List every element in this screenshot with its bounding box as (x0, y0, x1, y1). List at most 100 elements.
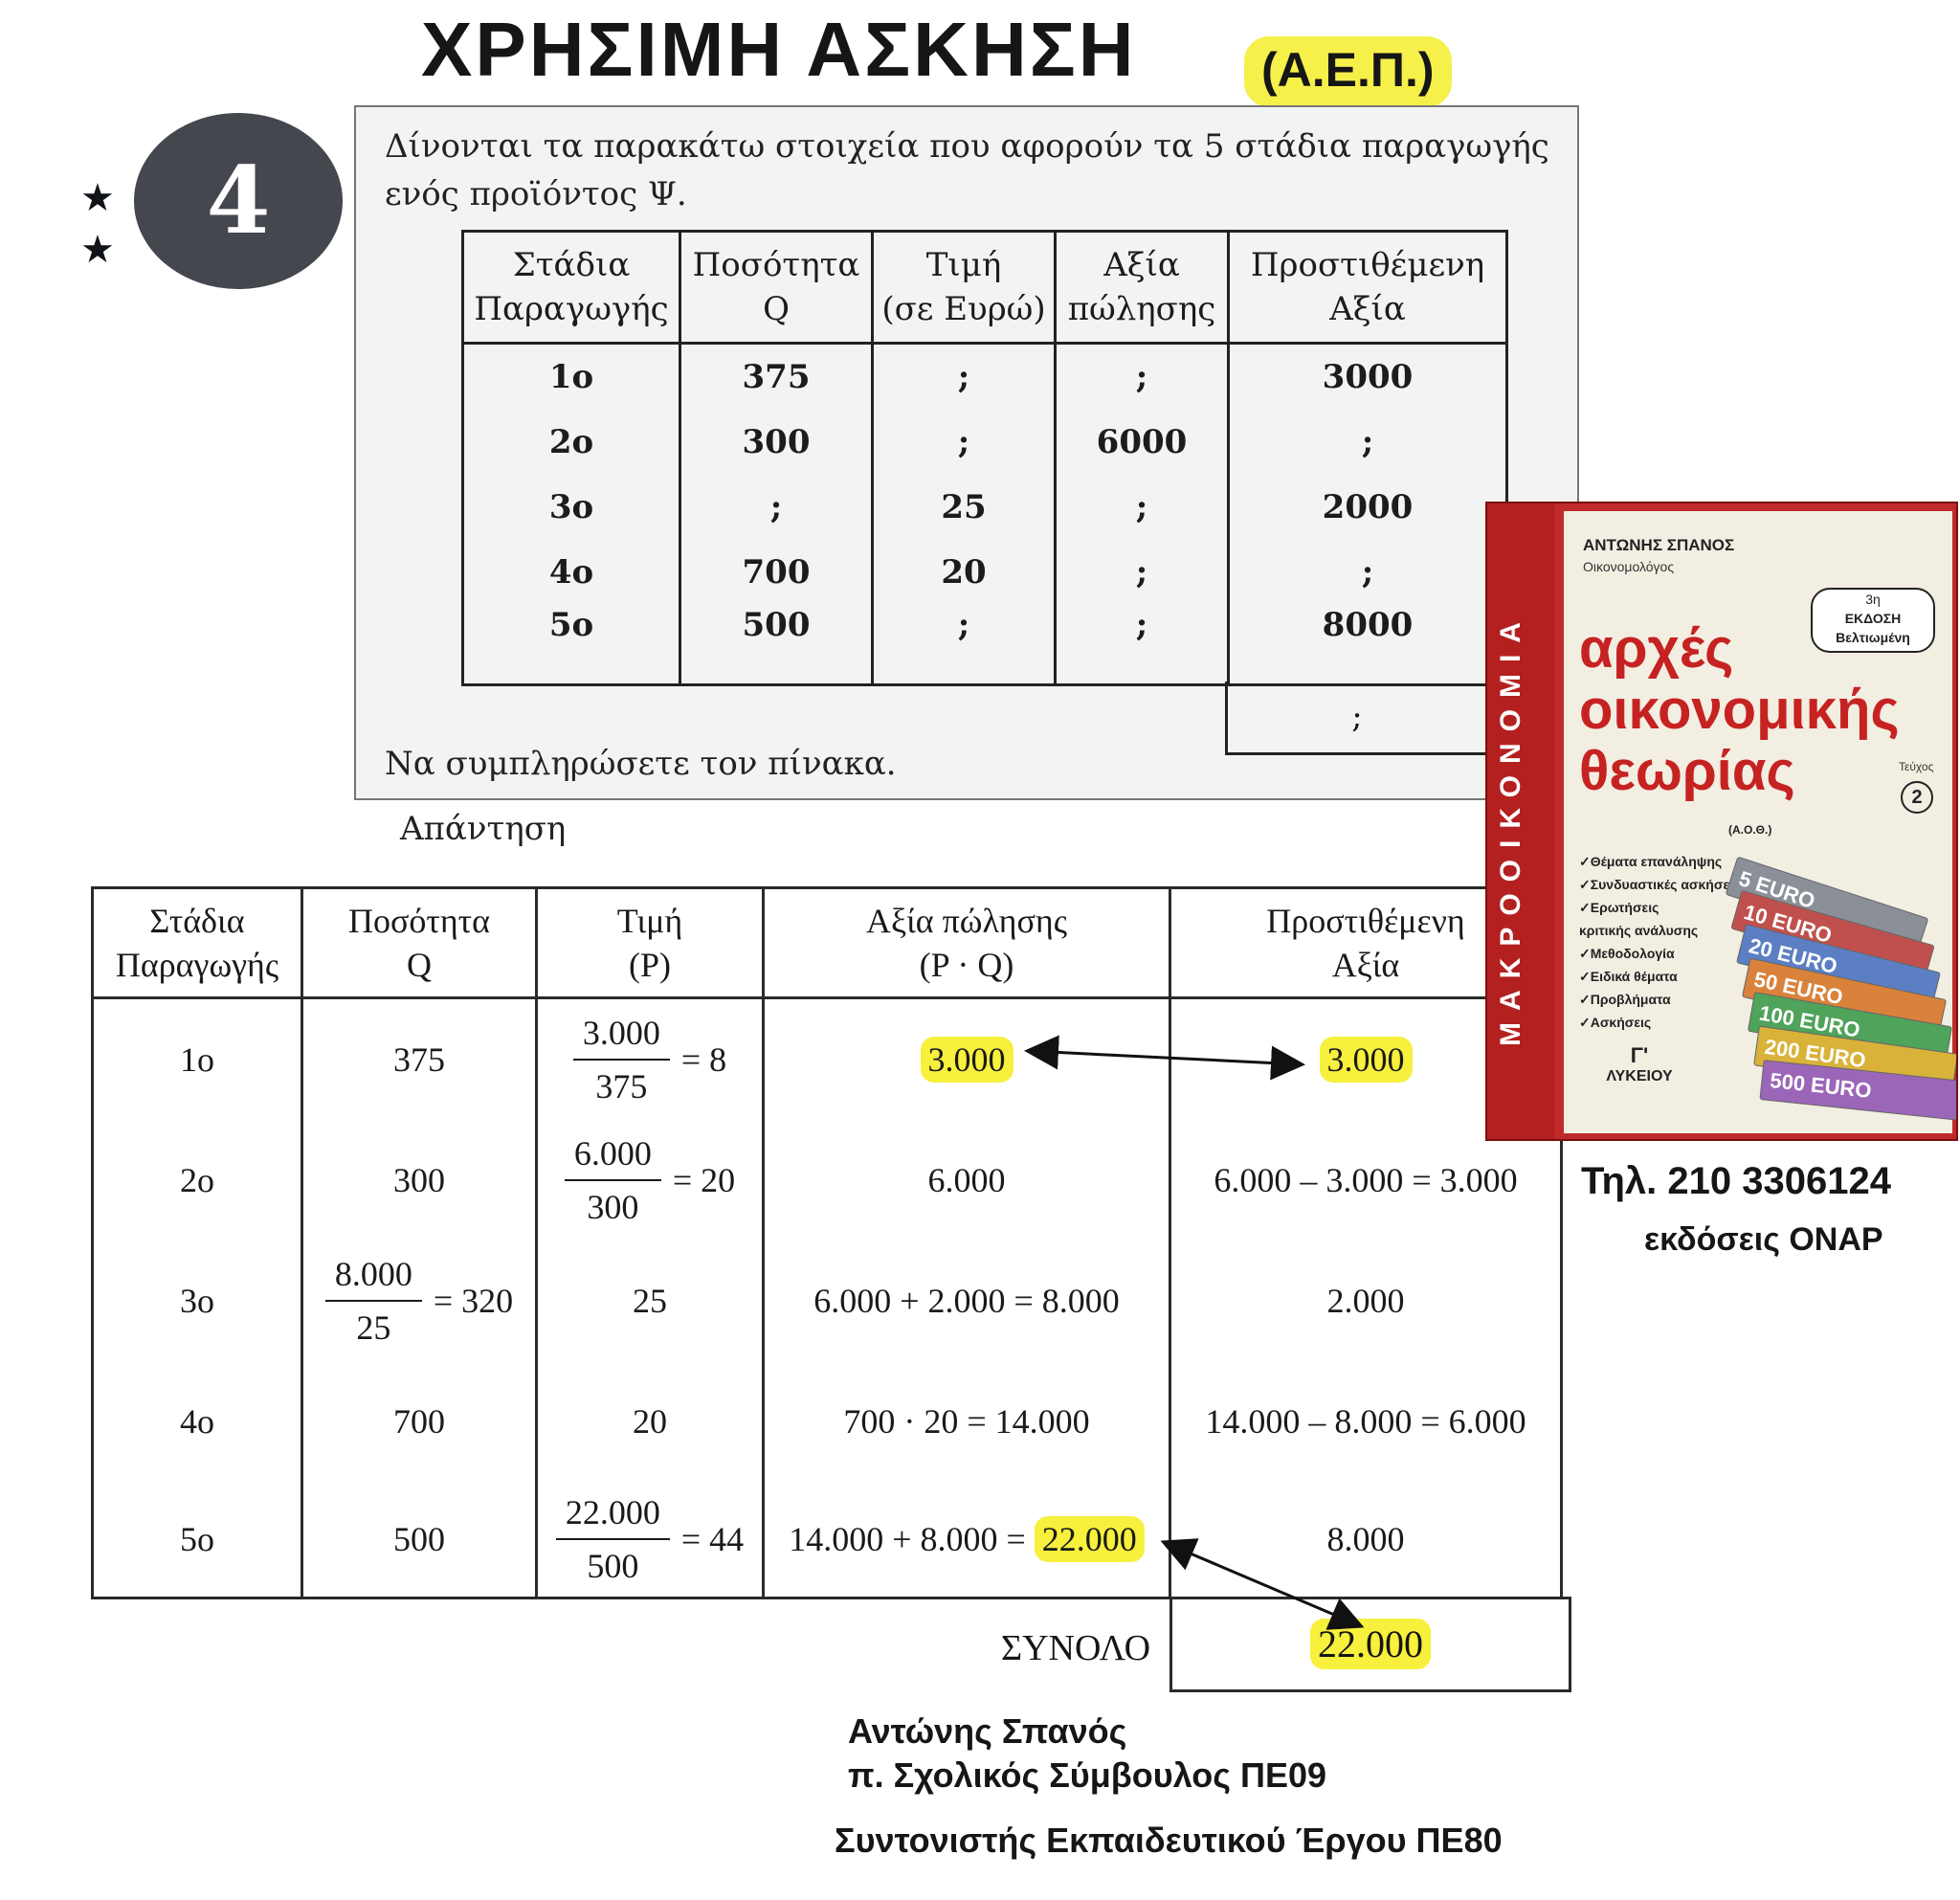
question-cell: ; (1227, 540, 1508, 605)
cell-value: 6.000 + 2.000 = 8.000 (813, 1282, 1120, 1320)
answer-q-cell: 500 (301, 1482, 538, 1599)
book-volume-label: Τεύχος (1899, 760, 1934, 773)
cell-value: 20 (633, 1402, 667, 1441)
answer-stage-cell: 1ο (91, 997, 303, 1120)
cell-value: 375 (393, 1040, 445, 1079)
fraction-denominator: 25 (356, 1308, 391, 1347)
answer-stage-cell: 4ο (91, 1361, 303, 1482)
question-cell: ; (679, 475, 874, 540)
fraction-result: = 8 (680, 1040, 727, 1079)
book-abbrev: (Α.Ο.Θ.) (1728, 823, 1772, 837)
question-cell: 3ο (461, 475, 681, 540)
fraction-denominator: 300 (587, 1188, 639, 1226)
question-cell: 6000 (1054, 410, 1230, 475)
signature-name: Αντώνης Σπανός (848, 1711, 1127, 1751)
cell-value: 6.000 (927, 1161, 1006, 1199)
book-title-line: θεωρίας (1579, 740, 1795, 802)
question-cell: 500 (679, 605, 874, 686)
signature-role: Συντονιστής Εκπαιδευτικού Έργου ΠΕ80 (835, 1821, 1503, 1860)
cell-value: 6.000 – 3.000 = 3.000 (1214, 1161, 1518, 1199)
book-bullet-item: ✓Προβλήματα (1579, 992, 1671, 1007)
question-cell: ; (871, 343, 1057, 410)
cell-value: 300 (393, 1161, 445, 1199)
answer-added-cell: 2.000 (1169, 1241, 1563, 1361)
arrow-sales-to-added-1 (1024, 1035, 1305, 1081)
answer-sales-cell: 6.000 + 2.000 = 8.000 (762, 1241, 1171, 1361)
answer-p-cell: 6.000 300 = 20 (535, 1120, 765, 1241)
question-cell: 2ο (461, 410, 681, 475)
book-title-line: αρχές (1579, 617, 1734, 680)
question-cell: 3000 (1227, 343, 1508, 410)
phone-number: Τηλ. 210 3306124 (1581, 1160, 1891, 1202)
instruction-text: Να συμπληρώσετε τον πίνακα. (385, 745, 897, 783)
book-volume-number: 2 (1901, 781, 1933, 814)
answer-q-cell: 300 (301, 1120, 538, 1241)
fraction-numerator: 6.000 (564, 1133, 661, 1181)
question-cell: 300 (679, 410, 874, 475)
book-cover: ΜΑΚΡΟΟΙΚΟΝΟΜΙΑ ΑΝΤΩΝΗΣ ΣΠΑΝΟΣ Οικονομολό… (1485, 502, 1958, 1141)
answer-q-cell: 700 (301, 1361, 538, 1482)
question-cell: ; (1054, 605, 1230, 686)
question-cell: 700 (679, 540, 874, 605)
question-cell: ; (1054, 475, 1230, 540)
cell-value: 14.000 – 8.000 = 6.000 (1205, 1402, 1526, 1441)
question-cell: 2000 (1227, 475, 1508, 540)
answer-q-cell: 375 (301, 997, 538, 1120)
question-row: 3ο;25;2000 (461, 475, 1508, 540)
highlighted-value: 3.000 (1319, 1037, 1413, 1083)
answer-sales-cell: 14.000 + 8.000 = 22.000 (762, 1482, 1171, 1599)
answer-q-cell: 8.000 25 = 320 (301, 1241, 538, 1361)
total-label: ΣΥΝΟΛΟ (1001, 1628, 1151, 1668)
question-cell: 20 (871, 540, 1057, 605)
fraction-result: = 44 (680, 1520, 745, 1558)
book-bullet-item: ✓Θέματα επανάληψης (1579, 854, 1723, 869)
answer-sales-cell: 700 · 20 = 14.000 (762, 1361, 1171, 1482)
book-bullet-item: ✓Ειδικά θέματα (1579, 969, 1678, 984)
answer-header-sales: Αξία πώλησης(P · Q) (762, 886, 1171, 999)
subtitle-badge: (Α.Ε.Π.) (1244, 36, 1452, 107)
fraction-numerator: 3.000 (572, 1013, 670, 1061)
fraction-result: = 20 (672, 1161, 736, 1199)
question-cell: 375 (679, 343, 874, 410)
fraction-numerator: 8.000 (324, 1254, 422, 1302)
answer-added-cell: 6.000 – 3.000 = 3.000 (1169, 1120, 1563, 1241)
exercise-number-badge: 4 (134, 113, 343, 289)
question-cell: ; (1054, 343, 1230, 410)
book-bullet-item: ✓Ερωτήσεις (1579, 900, 1659, 915)
cell-prefix: 14.000 + 8.000 = (789, 1520, 1035, 1558)
question-cell: 1ο (461, 343, 681, 410)
book-author: ΑΝΤΩΝΗΣ ΣΠΑΝΟΣ (1583, 536, 1735, 554)
answer-p-cell: 20 (535, 1361, 765, 1482)
fraction-numerator: 22.000 (555, 1492, 670, 1540)
fraction-stack: 6.000 300 (564, 1133, 661, 1227)
book-spine (1487, 503, 1554, 1139)
fraction-result: = 320 (433, 1282, 514, 1320)
cell-value: 500 (393, 1520, 445, 1558)
book-spine-title: ΜΑΚΡΟΟΙΚΟΝΟΜΙΑ (1495, 611, 1526, 1047)
question-cell: 4ο (461, 540, 681, 605)
question-cell: ; (871, 410, 1057, 475)
book-author-role: Οικονομολόγος (1583, 559, 1675, 574)
answer-sales-cell: 6.000 (762, 1120, 1171, 1241)
answer-added-cell: 14.000 – 8.000 = 6.000 (1169, 1361, 1563, 1482)
fraction: 6.000 300 = 20 (564, 1133, 736, 1227)
star-icon: ★ (80, 176, 115, 220)
